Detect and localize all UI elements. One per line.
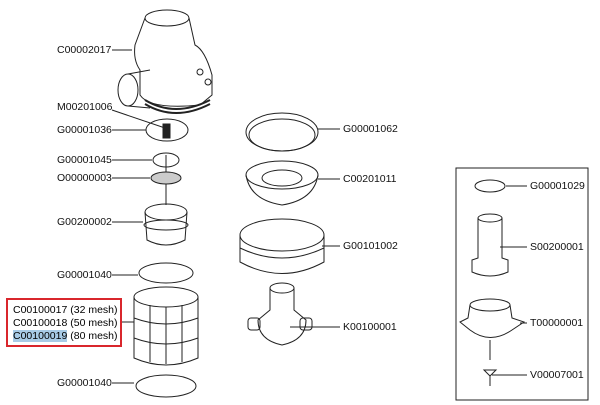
part-label: M00201006 <box>57 101 113 113</box>
mesh-option[interactable]: C00100017 (32 mesh) <box>13 304 118 316</box>
part-label: G00001040 <box>57 269 112 281</box>
mesh-size: (50 mesh) <box>70 317 118 329</box>
ring-nut-drawing <box>239 218 325 274</box>
part-label: G00001040 <box>57 377 112 389</box>
screw-drawing <box>482 369 498 386</box>
detail-box <box>455 167 589 401</box>
part-label: T00000001 <box>530 317 584 329</box>
mesh-option[interactable]: C00100018 (50 mesh) <box>13 317 118 329</box>
adapter-drawing <box>471 213 509 277</box>
part-label: K00100001 <box>343 321 397 333</box>
bowl-drawing <box>245 160 319 206</box>
cap-drawing <box>143 203 189 246</box>
leader-lines <box>111 49 527 384</box>
mesh-option-selected[interactable]: C00100019 (80 mesh) <box>13 330 118 342</box>
part-label: O00000003 <box>57 172 112 184</box>
part-label: V00007001 <box>530 369 584 381</box>
part-label: G00001029 <box>530 180 585 192</box>
connector-drawing <box>247 282 313 346</box>
part-label: S00200001 <box>530 241 584 253</box>
mesh-screen-drawing <box>133 286 199 366</box>
mesh-code: C00100017 <box>13 304 68 316</box>
part-label: G00001036 <box>57 124 112 136</box>
part-label: G00101002 <box>343 240 398 252</box>
part-label: G00001062 <box>343 123 398 135</box>
part-label: G00200002 <box>57 216 112 228</box>
valve-body-drawing <box>117 9 213 114</box>
mesh-size: (80 mesh) <box>70 330 118 342</box>
part-label: C00002017 <box>57 44 112 56</box>
oring-drawing <box>145 118 189 142</box>
t-fitting-drawing <box>459 298 526 360</box>
mesh-code-selected: C00100019 <box>13 330 68 342</box>
part-label: G00001045 <box>57 154 112 166</box>
part-label: C00201011 <box>343 173 397 185</box>
mesh-options-highlight-box: C00100017 (32 mesh) C00100018 (50 mesh) … <box>6 298 122 347</box>
mesh-size: (32 mesh) <box>70 304 118 316</box>
mesh-code: C00100018 <box>13 317 68 329</box>
